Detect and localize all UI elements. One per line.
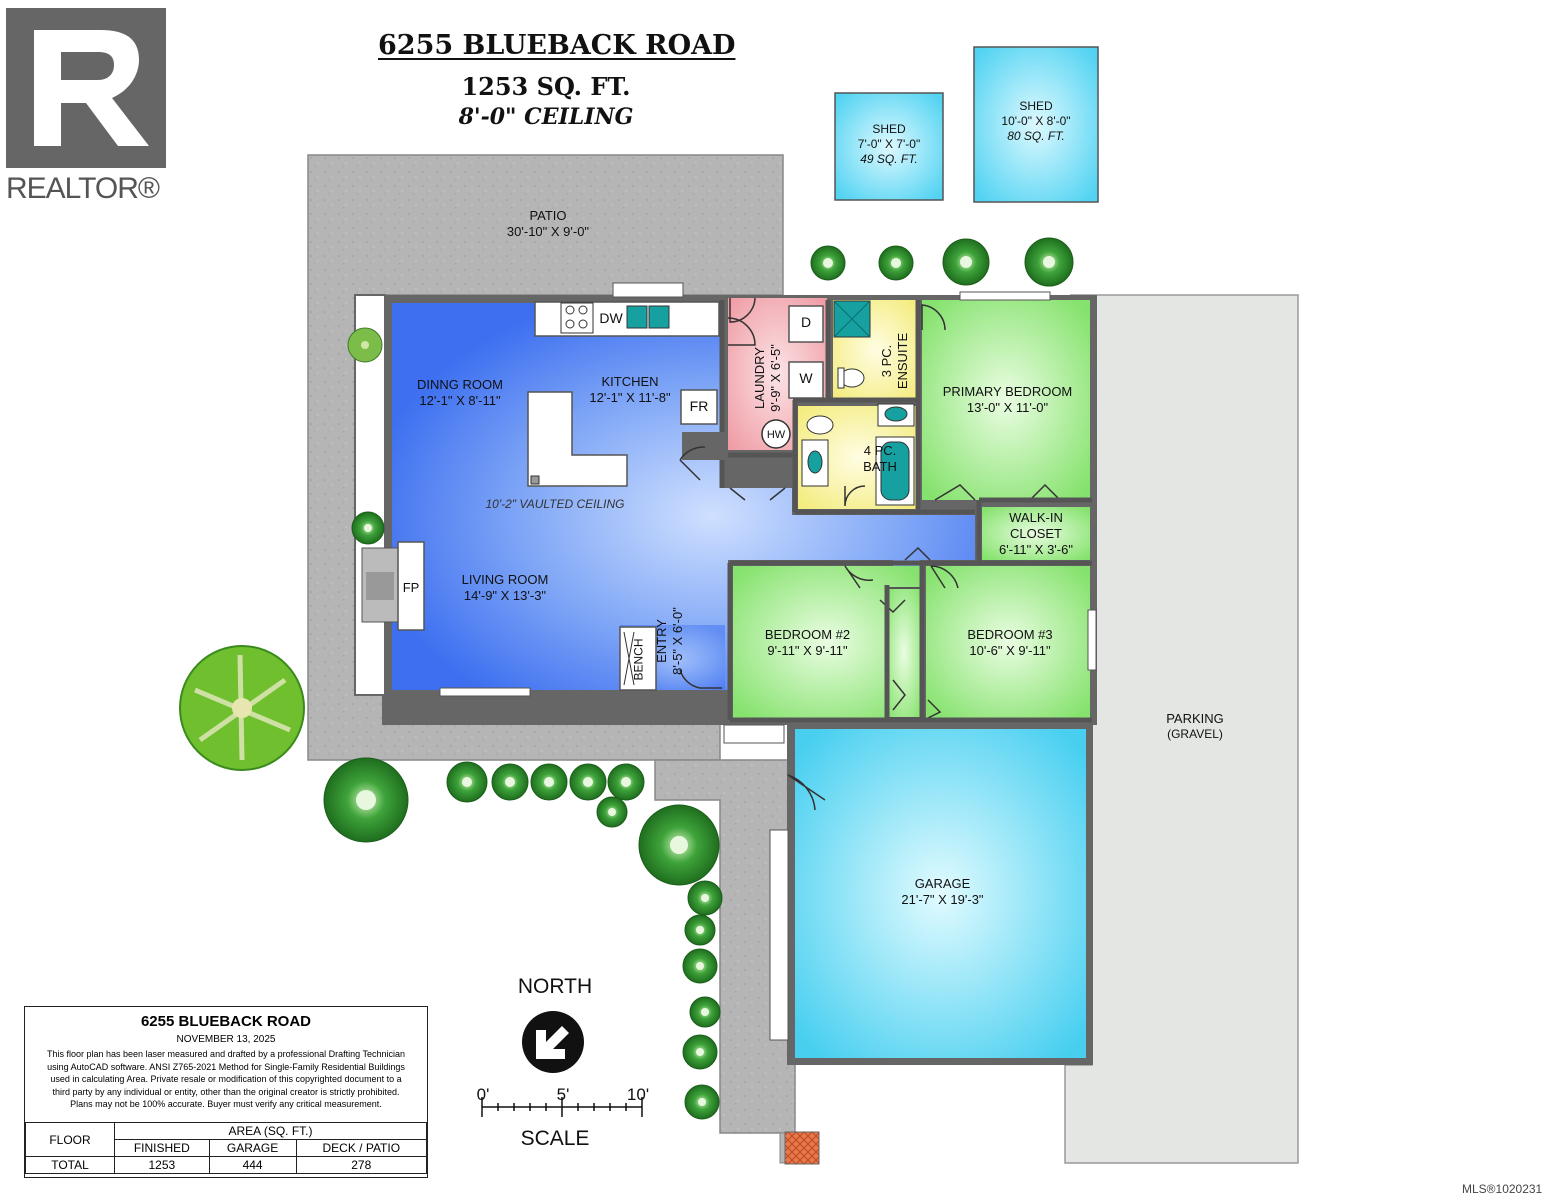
tree-11 [530, 763, 568, 801]
interior-walls [719, 300, 1092, 723]
ensuite-label: 3 PC.ENSUITE [879, 332, 910, 390]
plan-title: 6255 BLUEBACK ROAD [378, 30, 736, 61]
fireplace-label: FP [402, 580, 420, 595]
tree-10 [491, 763, 529, 801]
tree-6 [351, 511, 385, 545]
dishwasher-label: DW [599, 310, 623, 326]
tree-18 [682, 948, 718, 984]
fridge-label: FR [689, 398, 709, 414]
hot-water-label: HW [766, 429, 786, 441]
tree-16 [687, 880, 723, 916]
bath-label: 4 PC.BATH [863, 443, 897, 474]
plan-total-area: 1253 SQ. FT. [461, 72, 631, 101]
scale-bar [481, 1097, 643, 1117]
info-box: 6255 BLUEBACK ROAD NOVEMBER 13, 2025 Thi… [24, 1006, 428, 1178]
scale-tick-0: 0' [476, 1085, 490, 1104]
walk-in-closet [982, 507, 1090, 560]
tree-2 [878, 245, 914, 281]
realtor-logo [6, 8, 166, 168]
area-header: AREA (SQ. FT.) [114, 1122, 427, 1140]
north-arrow [522, 1011, 584, 1073]
north-label: NORTH [517, 975, 593, 998]
tree-1 [810, 245, 846, 281]
tree-4 [1024, 237, 1074, 287]
tree-20 [682, 1034, 718, 1070]
val-finished: 1253 [114, 1156, 210, 1174]
bench-label: BENCH [631, 638, 646, 681]
val-garage: 444 [208, 1156, 297, 1174]
kitchen-island [527, 391, 628, 487]
tree-7 [179, 645, 305, 771]
tree-19 [689, 996, 721, 1028]
bedroom-3 [926, 566, 1090, 718]
realtor-wordmark: REALTOR® [6, 172, 160, 205]
landscape-trees [179, 237, 1074, 1120]
primary-bedroom [922, 300, 1090, 500]
info-date: NOVEMBER 13, 2025 [176, 1034, 276, 1045]
tree-12 [569, 763, 607, 801]
val-deck-patio: 278 [295, 1156, 428, 1174]
col-garage: GARAGE [208, 1139, 297, 1157]
parking-label: PARKING(GRAVEL) [1166, 711, 1224, 741]
info-disclaimer: This floor plan has been laser measured … [46, 1049, 406, 1109]
tree-21 [684, 1084, 720, 1120]
tree-15 [638, 804, 720, 886]
shed-small [834, 92, 944, 201]
floor-header: FLOOR [25, 1122, 115, 1157]
tree-14 [596, 796, 628, 828]
vaulted-ceiling-label: 10'-2" VAULTED CEILING [485, 497, 625, 511]
step-pad [784, 1131, 820, 1165]
tree-8 [323, 757, 409, 843]
tree-9 [446, 761, 488, 803]
row-total: TOTAL [25, 1156, 115, 1174]
scale-tick-5: 5' [556, 1085, 570, 1104]
tree-3 [942, 238, 990, 286]
mls-number: MLS®1020231 [1462, 1182, 1543, 1196]
tree-17 [684, 914, 716, 946]
scale-label: SCALE [520, 1127, 590, 1150]
area-table: FLOOR AREA (SQ. FT.) FINISHED GARAGE DEC… [25, 1122, 428, 1174]
tree-13 [607, 763, 645, 801]
col-finished: FINISHED [114, 1139, 210, 1157]
col-deck-patio: DECK / PATIO [295, 1139, 428, 1157]
dryer-label: D [800, 314, 812, 330]
washer-label: W [799, 370, 813, 386]
garage [795, 729, 1086, 1058]
plan-ceiling-height: 8'-0" CEILING [458, 104, 634, 130]
tree-5 [347, 327, 383, 363]
scale-tick-10: 10' [626, 1085, 650, 1104]
door-swings [679, 297, 1061, 811]
shed-large [973, 46, 1099, 203]
info-title: 6255 BLUEBACK ROAD [140, 1013, 312, 1030]
